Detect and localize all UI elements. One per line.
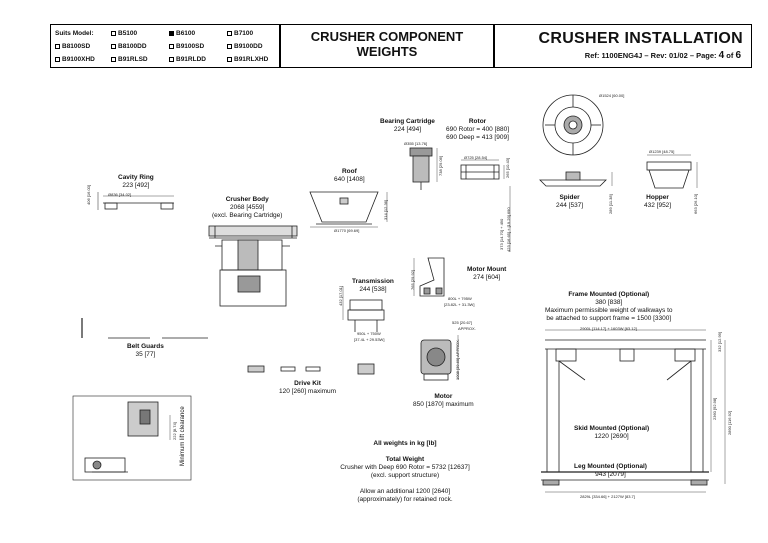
dim-hopper-height: 663 [26.10] [693, 193, 698, 214]
dim-clearance-height: 222 [8.74] [172, 422, 177, 440]
dim-frame-total-height: 2360 [92.98] [712, 397, 717, 420]
dim-rotor-width: Ø725 [28.54] [464, 155, 488, 160]
center-title-line-1: CRUSHER COMPONENT [310, 29, 464, 44]
suits-model-label: Suits Model: [55, 30, 94, 37]
model-checkbox: B8100DD [111, 43, 147, 50]
header-center-box: CRUSHER COMPONENT WEIGHTS [280, 24, 494, 68]
leg-mounted-label: Leg Mounted (Optional)943 [2079] [574, 463, 647, 478]
dim-spider-diameter: Ø1524 [60.00] [599, 93, 625, 98]
total-weight-line-2: (excl. support structure) [370, 472, 440, 479]
dim-spider-height: 289 [11.38] [608, 194, 613, 214]
dim-leg-width: 2829L [334.66] + 2127W [83.7] [580, 494, 635, 499]
checkbox-icon [227, 57, 232, 62]
dim-bearing-width: Ø355 [13.76] [404, 141, 428, 146]
dim-frame-width: 2900L [114.17] + 1603W [63.12] [580, 326, 637, 331]
drive-kit-drawing [247, 363, 375, 375]
checkbox-icon [111, 31, 116, 36]
model-checkbox: B91RLSD [111, 56, 148, 63]
dim-cavity-width: Ø836 [34.02] [108, 192, 132, 197]
dim-hopper-width: Ø1239 [48.75] [649, 149, 675, 154]
notes-block: All weights in kg [lb] Total Weight Crus… [340, 440, 470, 504]
allow-line-2: (approximately) for retained rock. [357, 496, 453, 503]
dim-body-height-2: 423 [16.65] + [19.29] 690 [506, 207, 511, 252]
dim-transmission-width-1: 950L + 750W [357, 331, 381, 336]
total-weight-line-1: Crusher with Deep 690 Rotor = 5732 [1263… [340, 464, 470, 471]
dim-rotor-height: 265 [10.43] [505, 157, 510, 178]
checkbox-icon [55, 57, 60, 62]
dim-motor-width: 525 [20.67] [452, 320, 473, 325]
checkbox-icon [169, 44, 174, 49]
model-checkbox: B9100XHD [55, 56, 95, 63]
dim-motor-height: 1008 [39.69] APPROX. [455, 339, 460, 380]
model-checkbox: B7100 [227, 30, 253, 37]
belt-guards-drawing [81, 318, 208, 339]
header-right-box: CRUSHER INSTALLATION Ref: 1100ENG4J – Re… [494, 24, 752, 68]
clearance-label: Minimum lift clearance [180, 406, 186, 466]
units-note: All weights in kg [lb] [373, 440, 437, 447]
hopper-drawing [646, 154, 698, 189]
page-total: 6 [735, 50, 741, 61]
dim-motor-approx: APPROX. [458, 326, 476, 331]
page-number: 4 [718, 50, 725, 61]
dim-transmission-width-2: [37.4L + 29.53W] [354, 337, 385, 342]
model-checkbox: B91RLDD [169, 56, 206, 63]
checkbox-icon [227, 31, 232, 36]
model-checkbox: B9100SD [169, 43, 204, 50]
dim-motor-mount-width-2: [23.82L + 31.3W] [444, 302, 475, 307]
dim-motor-mount-height: 765 [29.92] [410, 269, 415, 290]
checkbox-icon [55, 44, 60, 49]
spider-drawing [539, 94, 613, 187]
support-structure-drawing [541, 329, 726, 493]
dim-motor-mount-width-1: 800L + 795W [448, 296, 472, 301]
model-checkbox: B5100 [111, 30, 137, 37]
roof-drawing [309, 191, 388, 228]
dim-body-height-1: 373 [14.70] + 490 [499, 218, 504, 250]
checkbox-icon [227, 44, 232, 49]
header-models-box: Suits Model: B5100 B6100 B7100 B8100SD B… [50, 24, 280, 68]
model-checkbox: B91RLXHD [227, 56, 268, 63]
page-title: CRUSHER INSTALLATION [538, 30, 743, 47]
checkbox-icon [111, 57, 116, 62]
dim-roof-width: Ø1770 [69.69] [334, 228, 360, 233]
dim-roof-height: 314 [12.36] [383, 199, 388, 220]
dim-cavity-height: 406 [16.00] [86, 184, 91, 205]
motor-drawing [420, 335, 459, 381]
ref-line: Ref: 1100ENG4J – Rev: 01/02 – Page: 4 of… [584, 50, 741, 61]
frame-mounted-label: Frame Mounted (Optional)380 [838]Maximum… [545, 291, 673, 322]
lift-clearance-drawing [72, 395, 192, 481]
model-checkbox: B6100 [169, 30, 195, 37]
checkbox-icon [169, 57, 174, 62]
checkbox-checked-icon [169, 31, 174, 36]
dim-frame-total-height-2: 2890 [116.92] [727, 410, 732, 435]
model-checkbox: B8100SD [55, 43, 90, 50]
bearing-cartridge-drawing [409, 147, 438, 190]
dim-transmission-height: 432 [17.01] [338, 285, 343, 306]
checkbox-icon [111, 44, 116, 49]
skid-mounted-label: Skid Mounted (Optional)1220 [2690] [574, 425, 650, 440]
motor-mount-drawing [413, 257, 445, 297]
cavity-ring-drawing [97, 192, 174, 210]
crusher-body-drawing [208, 225, 298, 307]
allow-line-1: Allow an additional 1200 [2640] [359, 488, 451, 495]
dim-bearing-height: 738 [29.06] [438, 155, 443, 176]
dim-frame-height: 332 [12.99] [717, 331, 722, 352]
model-checkbox: B9100DD [227, 43, 263, 50]
rotor-drawing [460, 159, 511, 252]
center-title-line-2: WEIGHTS [356, 44, 418, 59]
total-weight-title: Total Weight [385, 456, 425, 463]
transmission-drawing [342, 286, 385, 332]
